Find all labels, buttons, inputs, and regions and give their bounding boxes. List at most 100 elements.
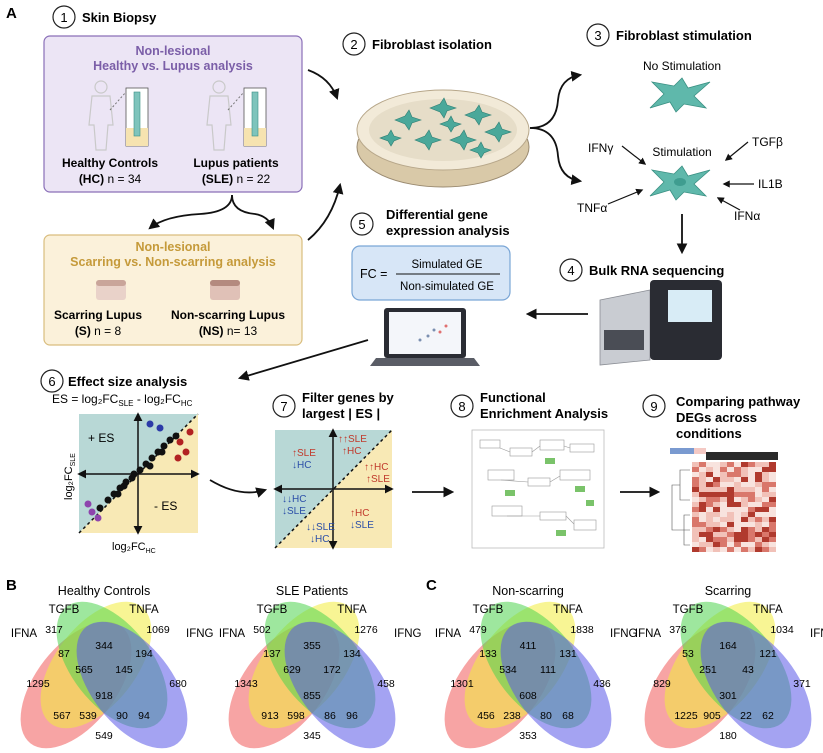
step-9-title-1: Comparing pathway: [676, 394, 801, 409]
heatmap-cell: [706, 477, 713, 482]
venn-set-label: IFNA: [635, 628, 662, 640]
heatmap-cell: [748, 477, 755, 482]
ns-label-2: (NS) n= 13: [199, 324, 258, 338]
heatmap-cell: [755, 507, 762, 512]
heatmap-cell: [699, 547, 706, 552]
heatmap-cell: [741, 462, 748, 467]
heatmap-cell: [727, 492, 734, 497]
fibroblast-unstimulated-icon: [649, 77, 711, 113]
heatmap-cell: [720, 522, 727, 527]
heatmap-thumbnail: [670, 448, 778, 552]
q-tl-2: ↓HC: [292, 460, 311, 471]
heatmap-cell: [748, 487, 755, 492]
heatmap-cell: [755, 497, 762, 502]
heatmap-cell: [713, 492, 720, 497]
heatmap-cell: [727, 462, 734, 467]
venn-region-count: 22: [740, 710, 752, 722]
heatmap-cell: [748, 542, 755, 547]
venn-region-count: 53: [682, 648, 694, 660]
heatmap-cell: [755, 472, 762, 477]
venn-region-count: 180: [719, 730, 737, 742]
heatmap-cell: [713, 482, 720, 487]
heatmap-cell: [734, 502, 741, 507]
quadrant-filter: ↑SLE ↓HC ↑↑SLE ↑HC ↑↑HC ↑SLE ↓↓HC ↓SLE ↓…: [273, 428, 394, 550]
fc-numerator: Simulated GE: [412, 259, 483, 271]
sle-count: n = 22: [233, 172, 270, 186]
heatmap-cell: [769, 542, 776, 547]
heatmap-cell: [727, 467, 734, 472]
heatmap-cell: [699, 527, 706, 532]
heatmap-cell: [741, 477, 748, 482]
heatmap-cell: [713, 467, 720, 472]
venn-set-label: TGFB: [473, 604, 504, 616]
heatmap-cell: [713, 532, 720, 537]
box2-title-1: Non-lesional: [135, 240, 210, 254]
heatmap-cell: [755, 517, 762, 522]
biopsy-punch-icon: [109, 87, 267, 147]
heatmap-cell: [734, 462, 741, 467]
heatmap-cell: [720, 507, 727, 512]
venn-region-count: 549: [95, 730, 113, 742]
heatmap-cell: [741, 512, 748, 517]
venn-set-label: IFNG: [394, 628, 422, 640]
venn-region-count: 1276: [354, 624, 378, 636]
heatmap-cell: [720, 542, 727, 547]
step-6-header: 6 Effect size analysis: [40, 369, 187, 393]
venn-region-count: 534: [499, 664, 517, 676]
heatmap-cell: [706, 487, 713, 492]
step-3-circle: [586, 23, 610, 47]
heatmap-cell: [692, 472, 699, 477]
venn-region-count: 43: [742, 664, 754, 676]
step-5-circle: [350, 212, 374, 236]
heatmap-cell: [748, 492, 755, 497]
no-stimulation-label: No Stimulation: [643, 59, 721, 73]
heatmap-cell: [734, 477, 741, 482]
venn-scarring: ScarringIFNATGFBTNFAIFNG8293761034371531…: [635, 584, 823, 749]
venn-region-count: 90: [116, 710, 128, 722]
eq-part-2: - log₂FC: [133, 392, 181, 406]
heatmap-cell: [769, 482, 776, 487]
venn-set-label: TNFA: [553, 604, 583, 616]
heatmap-cell: [699, 492, 706, 497]
heatmap-cell: [692, 512, 699, 517]
skin-sample-icon: [96, 280, 240, 300]
ns-abbrev: (NS): [199, 324, 224, 338]
heatmap-cell: [762, 512, 769, 517]
venn-set-label: TNFA: [337, 604, 367, 616]
heatmap-cell: [734, 497, 741, 502]
heatmap-cell: [762, 462, 769, 467]
heatmap-cell: [713, 517, 720, 522]
heatmap-cell: [741, 517, 748, 522]
step-8-header: 8 Functional Enrichment Analysis: [450, 390, 608, 421]
heatmap-cell: [692, 497, 699, 502]
q-br-2: ↓SLE: [350, 520, 374, 531]
venn-region-count: 905: [703, 710, 721, 722]
q-bl-3: ↓↓SLE: [306, 522, 335, 533]
panel-label-c: C: [426, 577, 437, 594]
venn-region-count: 371: [793, 678, 811, 690]
arrow-to-filter: [209, 479, 268, 498]
tgfb-arrow: [724, 141, 749, 161]
heatmap-cell: [713, 512, 720, 517]
heatmap-cell: [769, 497, 776, 502]
heatmap-cell: [699, 517, 706, 522]
ifna-label: IFNα: [734, 209, 760, 223]
venn-region-count: 680: [169, 678, 187, 690]
q-tr-2: ↑HC: [342, 446, 361, 457]
heatmap-cell: [734, 507, 741, 512]
heatmap-cell: [741, 472, 748, 477]
heatmap-cell: [762, 542, 769, 547]
heatmap-cell: [727, 532, 734, 537]
step-7-title-2: largest | ES |: [302, 406, 380, 421]
heatmap-cell: [762, 477, 769, 482]
heatmap-cell: [769, 467, 776, 472]
heatmap-cell: [706, 502, 713, 507]
ifng-arrow: [621, 145, 647, 165]
step-3-header: 3 Fibroblast stimulation: [586, 23, 752, 47]
heatmap-cell: [762, 532, 769, 537]
heatmap-cell: [699, 502, 706, 507]
q-bl-2: ↓SLE: [282, 506, 306, 517]
